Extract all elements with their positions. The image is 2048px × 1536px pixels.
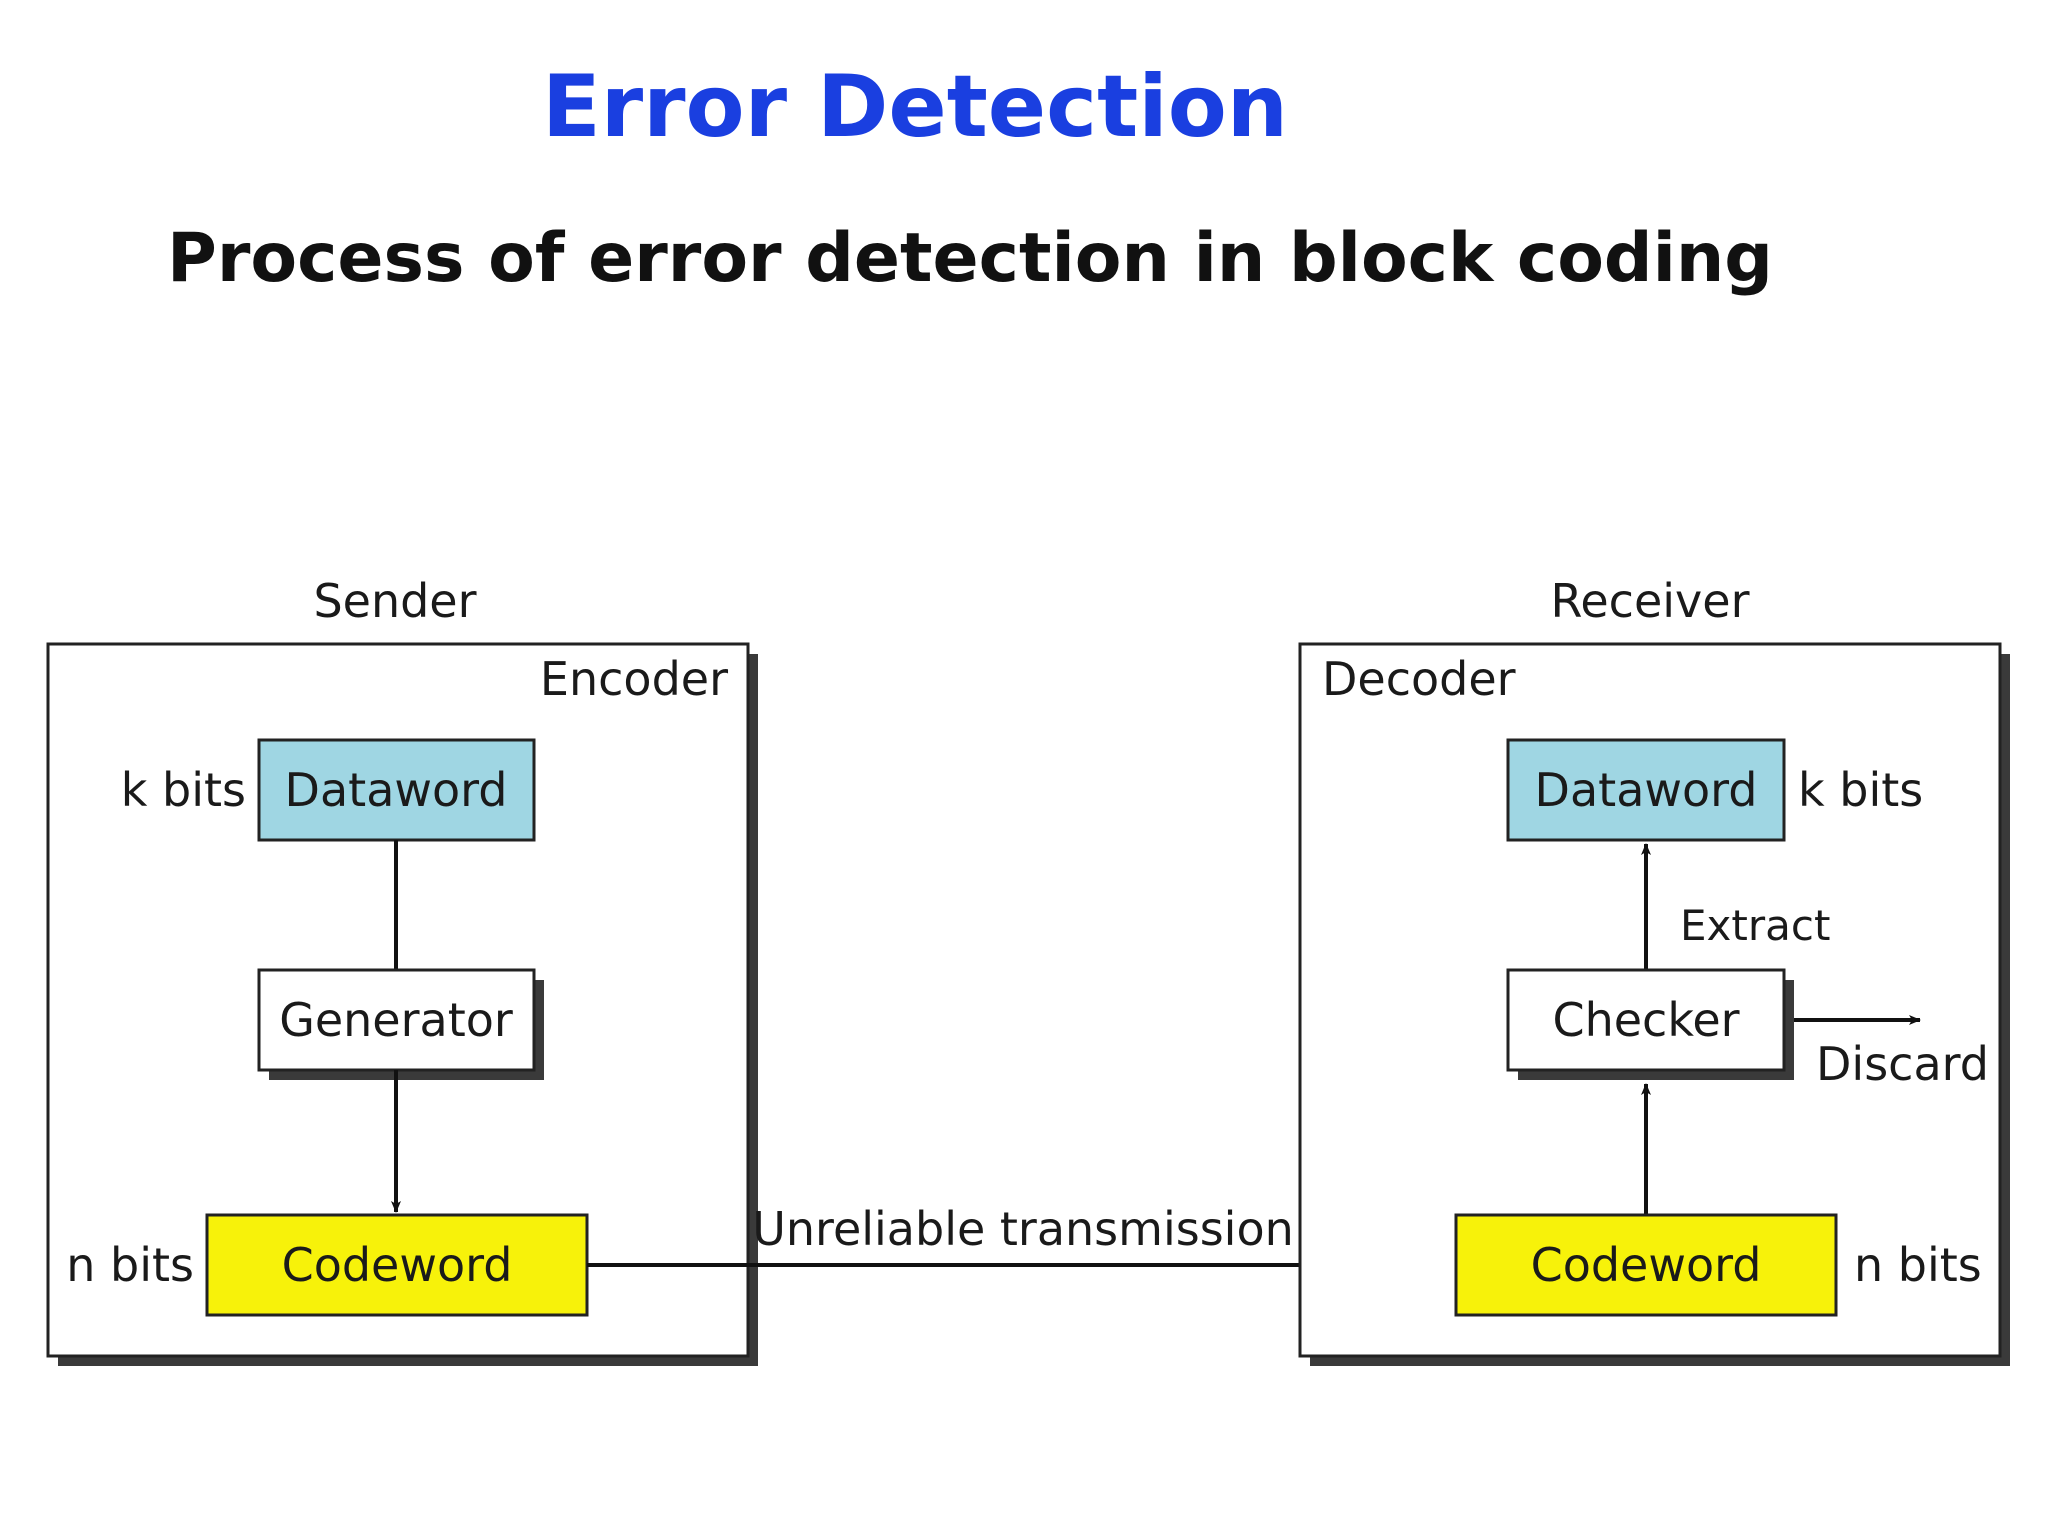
sender-label: Sender — [313, 574, 476, 628]
sender-codeword-label: Codeword — [282, 1238, 513, 1292]
receiver-dataword-label: Dataword — [1535, 763, 1758, 817]
decoder-label: Decoder — [1322, 652, 1516, 706]
receiver-label: Receiver — [1550, 574, 1749, 628]
sender-dataword-size: k bits — [121, 763, 246, 817]
sender-codeword-size: n bits — [66, 1238, 194, 1292]
receiver-dataword-box — [1506, 738, 1786, 842]
receiver-codeword-box — [1454, 1213, 1838, 1317]
sender-dataword-box — [257, 738, 536, 842]
sender-dataword-label: Dataword — [285, 763, 508, 817]
receiver-codeword-node: Codeword — [1454, 1213, 1838, 1317]
generator-label: Generator — [279, 993, 513, 1047]
slide-subtitle: Process of error detection in block codi… — [167, 219, 1773, 298]
checker-label: Checker — [1552, 993, 1739, 1047]
receiver-dataword-node: Dataword — [1506, 738, 1786, 842]
sender-dataword-node: Dataword — [257, 738, 536, 842]
slide-title: Error Detection — [541, 57, 1289, 157]
checker-box — [1506, 968, 1786, 1072]
generator-node: Generator — [257, 968, 544, 1080]
encoder-label: Encoder — [540, 652, 728, 706]
discard-label: Discard — [1816, 1037, 1989, 1091]
sender-codeword-node: Codeword — [205, 1213, 589, 1317]
receiver-codeword-size: n bits — [1854, 1238, 1982, 1292]
extract-label: Extract — [1680, 901, 1830, 950]
checker-node: Checker — [1506, 968, 1794, 1080]
receiver-dataword-size: k bits — [1798, 763, 1923, 817]
transmission-label: Unreliable transmission — [752, 1202, 1294, 1256]
receiver-codeword-label: Codeword — [1531, 1238, 1762, 1292]
